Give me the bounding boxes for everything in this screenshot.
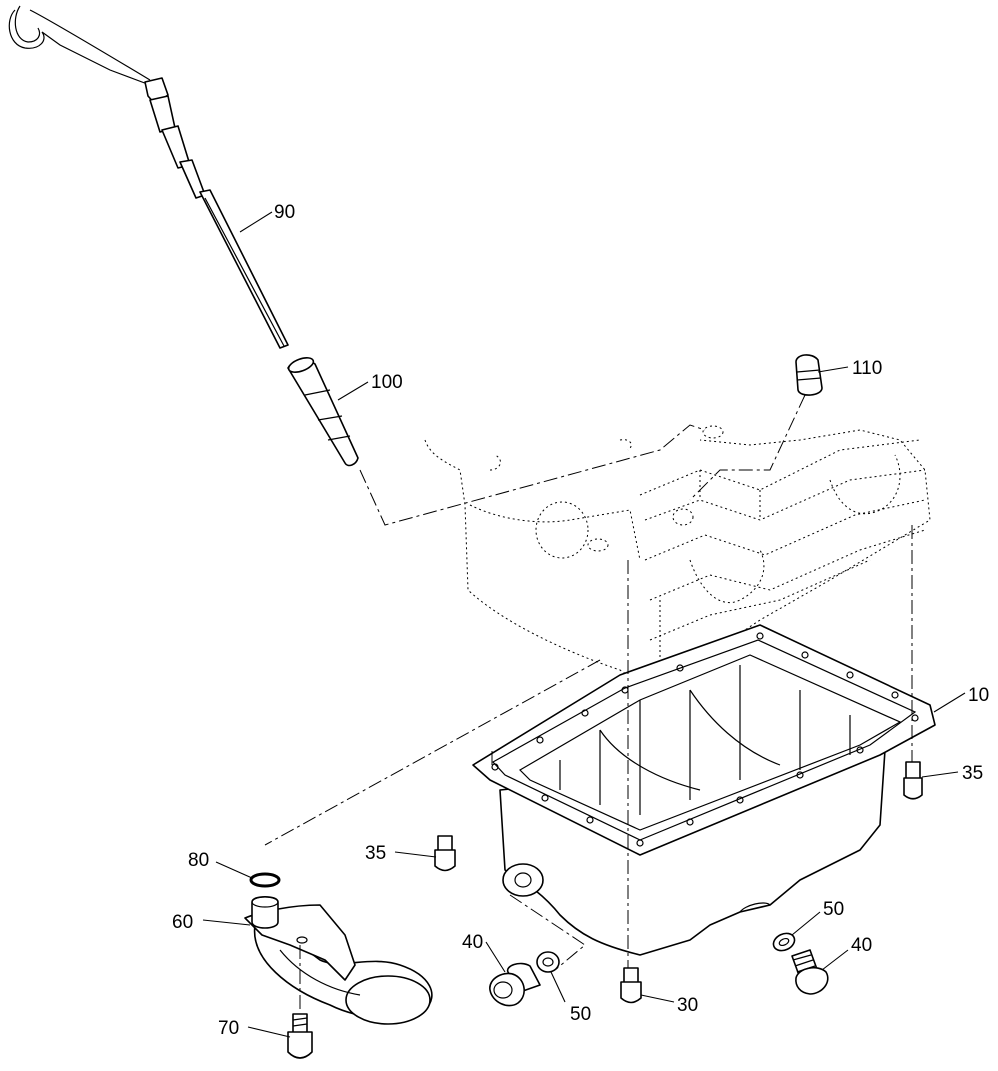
drain-plug-left [489,962,541,1007]
callout-30: 30 [677,995,698,1016]
oil-dipstick [8,5,289,349]
callout-90: 90 [274,202,295,223]
oil-pan [264,525,936,990]
callout-80: 80 [188,850,209,871]
dipstick-guide-tube [287,357,706,526]
drain-plug-right [791,949,829,995]
oil-strainer [244,895,433,1025]
o-ring [249,872,281,888]
washer-right [772,932,796,952]
bolt-30 [620,967,642,1004]
callout-60: 60 [172,912,193,933]
callout-10: 10 [968,685,989,706]
callout-50-left: 50 [570,1004,591,1025]
callout-110: 110 [852,358,882,379]
callout-40-left: 40 [462,932,483,953]
bolt-70 [287,945,313,1059]
callout-70: 70 [218,1018,239,1039]
callout-40-right: 40 [851,935,872,956]
washer-left [536,951,560,973]
callout-35-right: 35 [962,763,983,784]
plug [689,354,823,501]
callout-50-right: 50 [823,899,844,920]
engine-block-outline [424,425,931,691]
leader-lines [202,211,966,1038]
bolt-35-center [434,835,456,872]
callout-100: 100 [371,372,403,393]
callout-labels: 90 100 110 10 35 35 80 60 70 40 50 30 50… [172,202,989,1039]
bolt-35-right [903,761,923,800]
callout-35-center: 35 [365,843,386,864]
